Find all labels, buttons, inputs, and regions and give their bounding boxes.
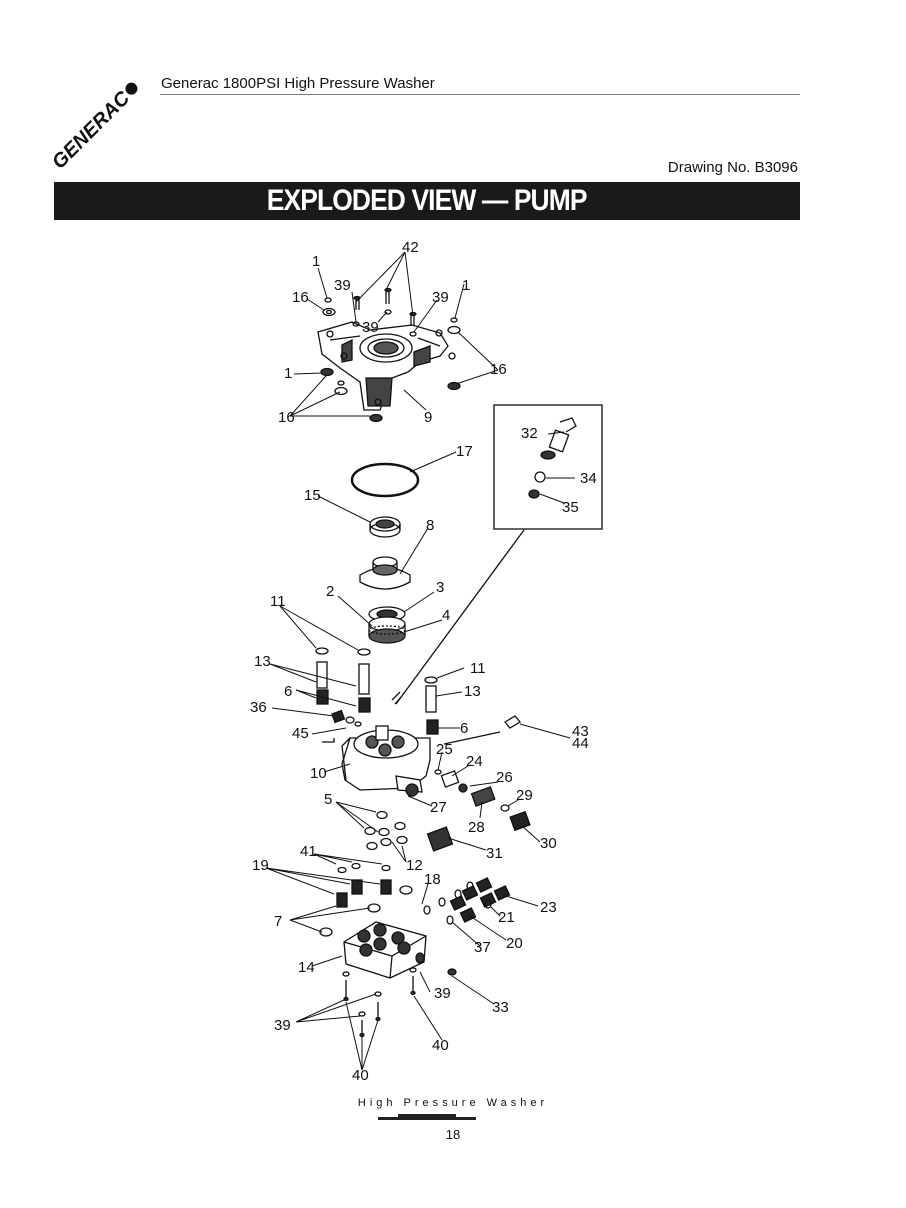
callout-label: 7 [274,913,282,930]
callout-label: 28 [468,819,485,836]
footer-caption: High Pressure Washer [357,1097,549,1109]
callout-label: 40 [352,1067,369,1084]
thrust-bearing [368,606,406,644]
section-banner: EXPLODED VIEW — PUMP [54,182,800,220]
outlet-valves [423,877,511,925]
callout-label: 1 [462,277,470,294]
callout-label: 8 [426,517,434,534]
callout-label: 42 [402,239,419,256]
callout-label: 13 [464,683,481,700]
callout-label: 24 [466,753,483,770]
callout-label: 34 [580,470,597,487]
callout-label: 3 [436,579,444,596]
callout-label: 10 [310,765,327,782]
callout-label: 2 [326,583,334,600]
callout-label: 31 [486,845,503,862]
pump-head [322,725,501,797]
seal [369,516,401,538]
callout-label: 30 [540,835,557,852]
callout-label: 11 [470,660,486,677]
callout-label: 27 [430,799,447,816]
callout-label: 12 [406,857,423,874]
callout-label: 16 [278,409,295,426]
callout-label: 4 [442,607,450,624]
callout-label: 40 [432,1037,449,1054]
callout-label: 6 [284,683,292,700]
page-number: 18 [445,1127,461,1142]
callout-label: 20 [506,935,523,952]
banner-title: EXPLODED VIEW — PUMP [267,184,588,217]
bottom-bolts [342,967,417,1038]
callout-label: 18 [424,871,441,888]
callout-label: 39 [434,985,451,1002]
callout-label: 44 [572,735,589,752]
callout-label: 6 [460,720,468,737]
callout-label: 1 [284,365,292,382]
valve-body [343,921,457,979]
callout-label: 41 [300,843,317,860]
swash-plate [359,556,411,590]
footer-divider-accent [398,1114,456,1117]
callout-label: 23 [540,899,557,916]
callout-label: 14 [298,959,315,976]
callout-label: 9 [424,409,432,426]
callout-label: 1 [312,253,320,270]
pistons-and-springs [315,647,439,735]
drawing-number: Drawing No. B3096 [667,159,798,176]
callout-label: 16 [292,289,309,306]
check-valves [319,862,413,937]
header-divider [160,94,800,95]
callout-label: 35 [562,499,579,516]
o-ring [350,462,420,498]
callout-label: 5 [324,791,332,808]
callout-label: 39 [274,1017,291,1034]
footer-divider [378,1117,476,1120]
callout-label: 39 [334,277,351,294]
top-fasteners [320,287,461,423]
callout-label: 26 [496,769,513,786]
callout-label: 33 [492,999,509,1016]
callout-label: 19 [252,857,269,874]
callout-label: 25 [436,741,453,758]
callout-label: 11 [270,593,286,610]
document-header-title: Generac 1800PSI High Pressure Washer [161,75,435,92]
callout-label: 13 [254,653,271,670]
crankcase-housing [317,321,456,411]
callout-label: 39 [432,289,449,306]
leader-lines [265,251,575,1071]
inset-detail-box [395,404,603,705]
callout-label: 15 [304,487,321,504]
unloader-assembly [426,715,531,852]
callout-label: 29 [516,787,533,804]
callout-label: 16 [490,361,507,378]
callout-label: 39 [362,319,379,336]
callout-label: 21 [498,909,515,926]
generac-logo: GENERAC [50,82,138,174]
callout-label: 17 [456,443,473,460]
callout-label: 45 [292,725,309,742]
callout-label: 36 [250,699,267,716]
seal-washers [364,810,408,851]
callout-label: 37 [474,939,491,956]
callout-label: 43 [572,723,589,740]
callout-label: 32 [521,425,538,442]
